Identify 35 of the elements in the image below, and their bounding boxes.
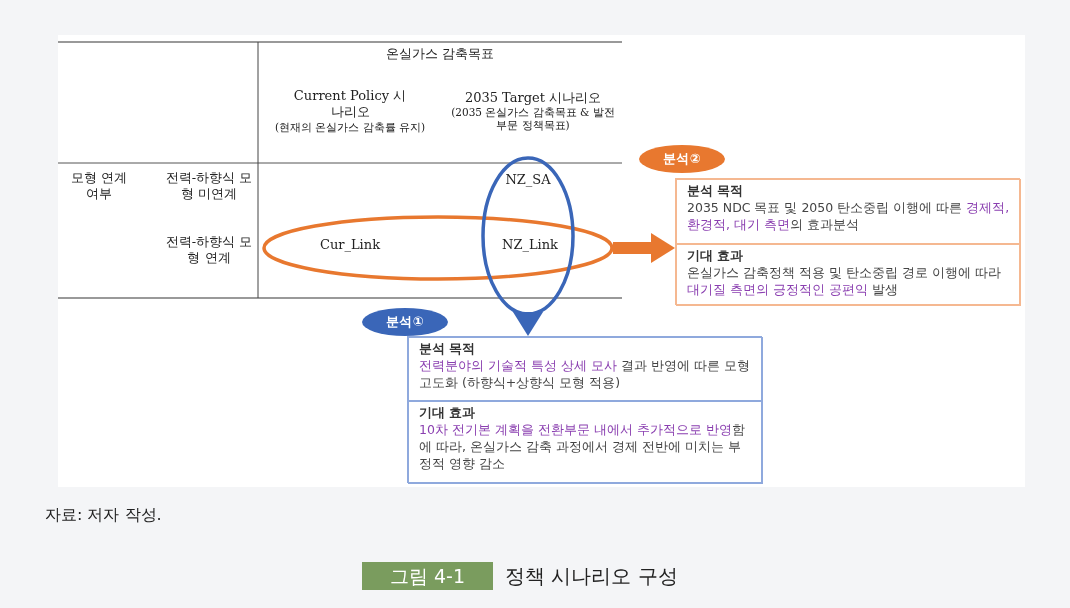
badge-label: 분석① xyxy=(386,313,424,331)
column-header: Current Policy 시나리오 xyxy=(292,88,408,121)
info-panel xyxy=(407,336,762,483)
box-heading: 기대 효과 xyxy=(687,248,745,265)
block-arrow xyxy=(513,312,543,336)
box-text: 온실가스 감축정책 적용 및 탄소중립 경로 이행에 따라 대기질 측면의 긍정적인 공편익 발생 xyxy=(687,265,1002,299)
table-cell-text: NZ_SA xyxy=(504,172,552,189)
highlight-ellipse xyxy=(262,215,614,281)
row-header: 전력-하향식 모형 미연계 xyxy=(165,170,253,203)
badge-label: 분석② xyxy=(663,150,701,168)
box-heading: 기대 효과 xyxy=(419,405,477,422)
badge-ellipse xyxy=(360,306,450,338)
source-note: 자료: 저자 작성. xyxy=(45,505,163,526)
column-header: 2035 Target 시나리오 xyxy=(463,90,603,107)
column-note: (현재의 온실가스 감축률 유지) xyxy=(273,121,427,135)
box-text: 전력분야의 기술적 특성 상세 모사 결과 반영에 따른 모형 고도화 (하향식+상향식 모형 적용) xyxy=(419,358,751,392)
info-box xyxy=(408,401,763,484)
info-box xyxy=(676,244,1021,306)
column-note: (2035 온실가스 감축목표 & 발전부문 정책목표) xyxy=(450,106,616,133)
box-text: 10차 전기본 계획을 전환부문 내에서 추가적으로 반영함에 따라, 온실가스 감축 과정에서 경제 전반에 미치는 부정적 영향 감소 xyxy=(419,422,746,473)
info-box xyxy=(676,179,1021,244)
figure-number: 그림 4-1 xyxy=(362,562,493,590)
box-heading: 분석 목적 xyxy=(419,341,477,358)
info-panel xyxy=(675,178,1020,305)
table-header: 온실가스 감축목표 xyxy=(384,46,496,63)
table-cell-text: NZ_Link xyxy=(501,237,559,254)
row-header: 전력-하향식 모형 연계 xyxy=(165,234,253,267)
table-cell-text: Cur_Link xyxy=(318,237,382,254)
row-header: 모형 연계 여부 xyxy=(69,170,129,203)
badge-ellipse xyxy=(637,143,727,175)
info-box xyxy=(408,337,763,401)
box-text: 2035 NDC 목표 및 2050 탄소중립 이행에 따른 경제적, 환경적, 대기 측면의 효과분석 xyxy=(687,200,1010,234)
block-arrow xyxy=(613,233,675,263)
box-heading: 분석 목적 xyxy=(687,183,745,200)
figure-title: 정책 시나리오 구성 xyxy=(505,563,679,590)
